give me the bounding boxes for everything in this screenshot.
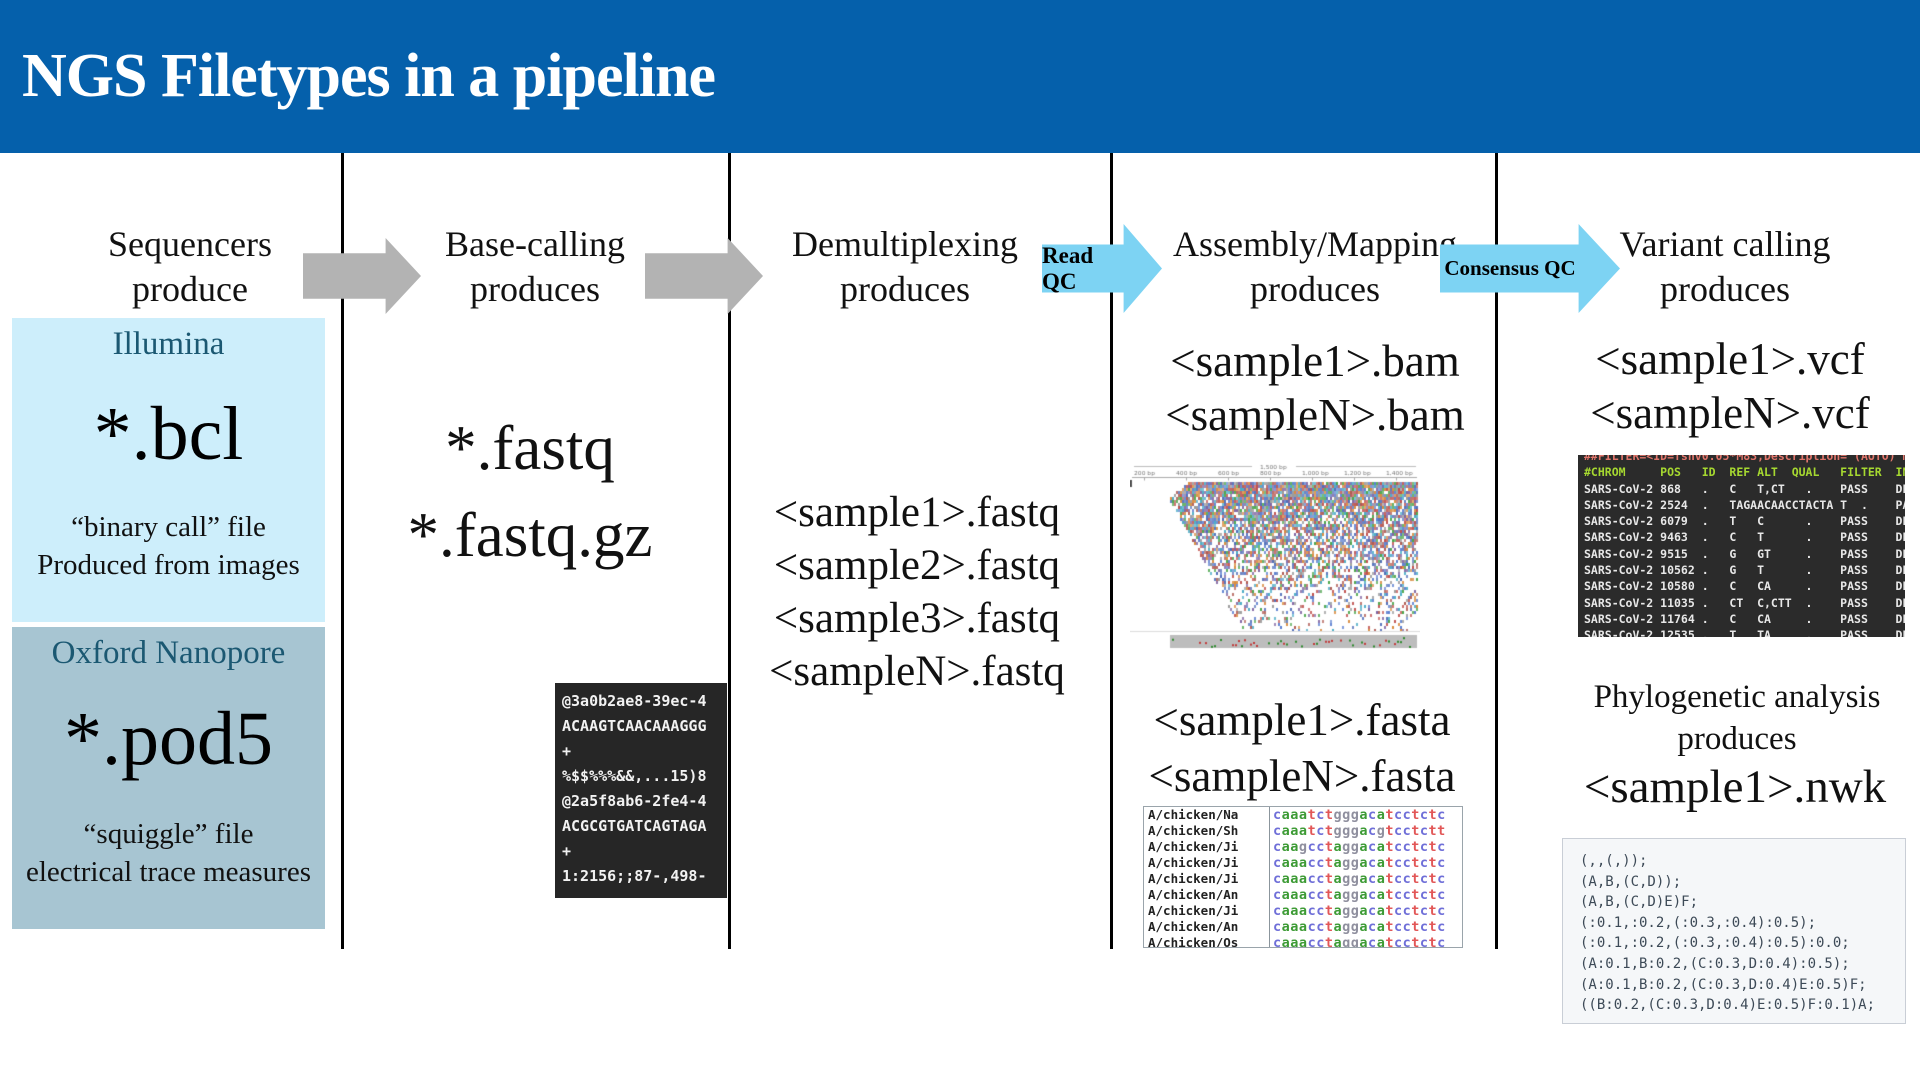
msa-sequence: caaatctgggacgtcctctt [1273,823,1446,839]
vcf-row: SARS-CoV-2 9463 . C T . PASS DP=5673; [1584,530,1905,545]
vcf-meta-line: ##FILTER=<ID=fshv0.05*M83,Description= (… [1584,455,1905,463]
msa-sequence-name: A/chicken/An [1144,887,1270,903]
newick-line: (A:0.1,B:0.2,(C:0.3,D:0.4)E:0.5)F; [1580,976,1867,993]
column-heading-basecalling: Base-calling produces [445,224,625,309]
newick-line: ((B:0.2,(C:0.3,D:0.4)E:0.5)F:0.1)A; [1580,997,1876,1014]
column-heading-demultiplexing: Demultiplexing produces [792,224,1018,309]
column-heading-sequencers: Sequencers produce [108,224,272,309]
vcf-row: SARS-CoV-2 10580 . C CA . PASS DP=2138; [1584,579,1905,594]
bcl-filename: *.bcl [93,392,244,476]
read-qc-label: Read QC [1042,242,1094,294]
msa-sequence-name: A/chicken/Ji [1144,839,1270,855]
msa-sequence: caagcctaggacatcctctc [1273,839,1446,855]
illumina-label: Illumina [112,326,225,362]
msa-sequence-name: A/chicken/An [1144,919,1270,935]
vcf-header-line: #CHROM POS ID REF ALT QUAL FILTER INFO [1584,465,1905,480]
vcf-row: SARS-CoV-2 12535 . T TA . PASS DP=6512; [1584,628,1905,637]
newick-line: (:0.1,:0.2,(:0.3,:0.4):0.5); [1580,914,1817,931]
phylo-heading: Phylogenetic analysis produces [1593,679,1881,757]
pod5-filename: *.pod5 [64,697,273,781]
vcf-row: SARS-CoV-2 6079 . T C . PASS DP=7170; [1584,514,1905,529]
msa-sequence-name: A/chicken/Os [1144,935,1270,947]
vcf-row: SARS-CoV-2 11764 . C CA . PASS DP=366;D [1584,611,1905,626]
pod5-caption: “squiggle” file electrical trace measure… [26,818,311,888]
msa-sequence: caaacctaggacatcctctc [1273,903,1446,919]
igv-pileup-screenshot [1130,460,1420,654]
newick-line: (,,(,)); [1580,853,1648,869]
terminal-line: + [562,842,572,860]
msa-sequence-name: A/chicken/Na [1144,807,1270,823]
newick-line: (A,B,(C,D)); [1580,873,1682,890]
newick-line: (A,B,(C,D)E)F; [1580,894,1699,911]
slide-header: NGS Filetypes in a pipeline [0,0,1920,153]
terminal-line: ACAAGTCAACAAAGGG [562,717,707,735]
consensus-qc-label: Consensus QC [1444,256,1576,280]
msa-sequence: caaatctgggacatcctctc [1273,807,1446,823]
terminal-line: @2a5f8ab6-2fe4-4 [562,792,707,810]
fastq-filenames: *.fastq *.fastq.gz [407,413,653,570]
demux-filenames: <sample1>.fastq <sample2>.fastq <sample3… [769,489,1065,695]
vcf-row: SARS-CoV-2 11035 . CT C,CTT . PASS DP=6 [1584,595,1905,610]
terminal-line: + [562,742,572,760]
nanopore-panel: Oxford Nanopore *.pod5 “squiggle” file e… [12,627,325,929]
column-heading-assembly: Assembly/Mapping produces [1173,224,1457,309]
vcf-filenames: <sample1>.vcf <sampleN>.vcf [1590,334,1870,438]
msa-sequence: caaacctaggacatcctctc [1273,855,1446,871]
newick-line: (A:0.1,B:0.2,(C:0.3,D:0.4):0.5); [1580,955,1850,972]
illumina-panel: Illumina *.bcl “binary call” file Produc… [12,318,325,622]
msa-sequence-name: A/chicken/Ji [1144,855,1270,871]
nwk-filename: <sample1>.nwk [1583,761,1887,813]
newick-line: (:0.1,:0.2,(:0.3,:0.4):0.5):0.0; [1580,935,1850,952]
newick-snippet: (,,(,)); (A,B,(C,D)); (A,B,(C,D)E)F; (:0.1,… [1562,838,1906,1024]
column-divider-3 [1110,153,1113,949]
page-title: NGS Filetypes in a pipeline [22,42,716,110]
column-divider-1 [341,153,344,949]
msa-sequence-name: A/chicken/Ji [1144,903,1270,919]
column-divider-2 [728,153,731,949]
msa-sequence-name: A/chicken/Ji [1144,871,1270,887]
terminal-line: ACGCGTGATCAGTAGA [562,817,707,835]
read-qc-arrow-icon: Read QC [1042,224,1162,313]
vcf-row: SARS-CoV-2 10562 . G T . PASS DP=2277; [1584,563,1905,578]
nanopore-label: Oxford Nanopore [51,635,286,671]
vcf-row: SARS-CoV-2 9515 . G GT . PASS DP=5550; [1584,546,1905,561]
terminal-line: %$$%%%&&,...15)8 [562,767,707,785]
fasta-filenames: <sample1>.fasta <sampleN>.fasta [1148,695,1456,801]
column-heading-variant: Variant calling produces [1619,224,1831,309]
vcf-row: SARS-CoV-2 2524 . TAGAACAACCTACTA T . PA… [1584,497,1905,512]
msa-sequence-name: A/chicken/Sh [1144,823,1270,839]
bam-filenames: <sample1>.bam <sampleN>.bam [1165,336,1465,440]
vcf-row: SARS-CoV-2 868 . C T,CT . PASS DP=7617; [1584,481,1905,496]
bcl-caption: “binary call” file Produced from images [37,511,300,581]
vcf-screenshot: ##FILTER=<ID=fshv0.05*M83,Description= (… [1578,455,1905,637]
terminal-line: @3a0b2ae8-39ec-4 [562,692,707,710]
msa-sequence: caaacctaggacatcctctc [1273,919,1446,935]
terminal-line: 1:2156;;87-,498- [562,867,707,885]
msa-sequence: caaacctaggacatcctctc [1273,935,1446,948]
msa-sequence: caaacctaggacatcctctc [1273,871,1446,887]
msa-sequence: caaacctaggacatcctctc [1273,887,1446,903]
column-divider-4 [1495,153,1498,949]
